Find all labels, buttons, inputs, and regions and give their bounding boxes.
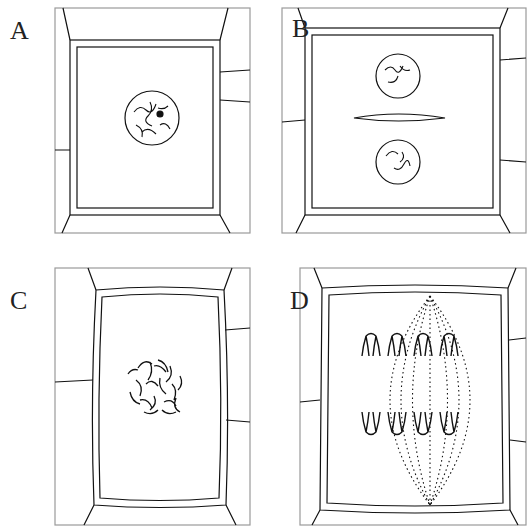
cell-b [282, 8, 526, 233]
panel-letter: D [290, 286, 309, 315]
spindle [390, 296, 470, 505]
panel-letter-holder: B [292, 16, 309, 42]
panel-letter-holder: A [10, 18, 29, 44]
cell-c [55, 268, 250, 525]
panel-letter: C [10, 286, 27, 315]
panel-letter: B [292, 14, 309, 43]
panel-frames [55, 8, 526, 525]
panel-letter-holder: C [10, 288, 27, 314]
cell-d [300, 268, 526, 525]
panel-letter-holder: D [290, 288, 309, 314]
panel-letter: A [10, 16, 29, 45]
cell-a [55, 8, 250, 233]
